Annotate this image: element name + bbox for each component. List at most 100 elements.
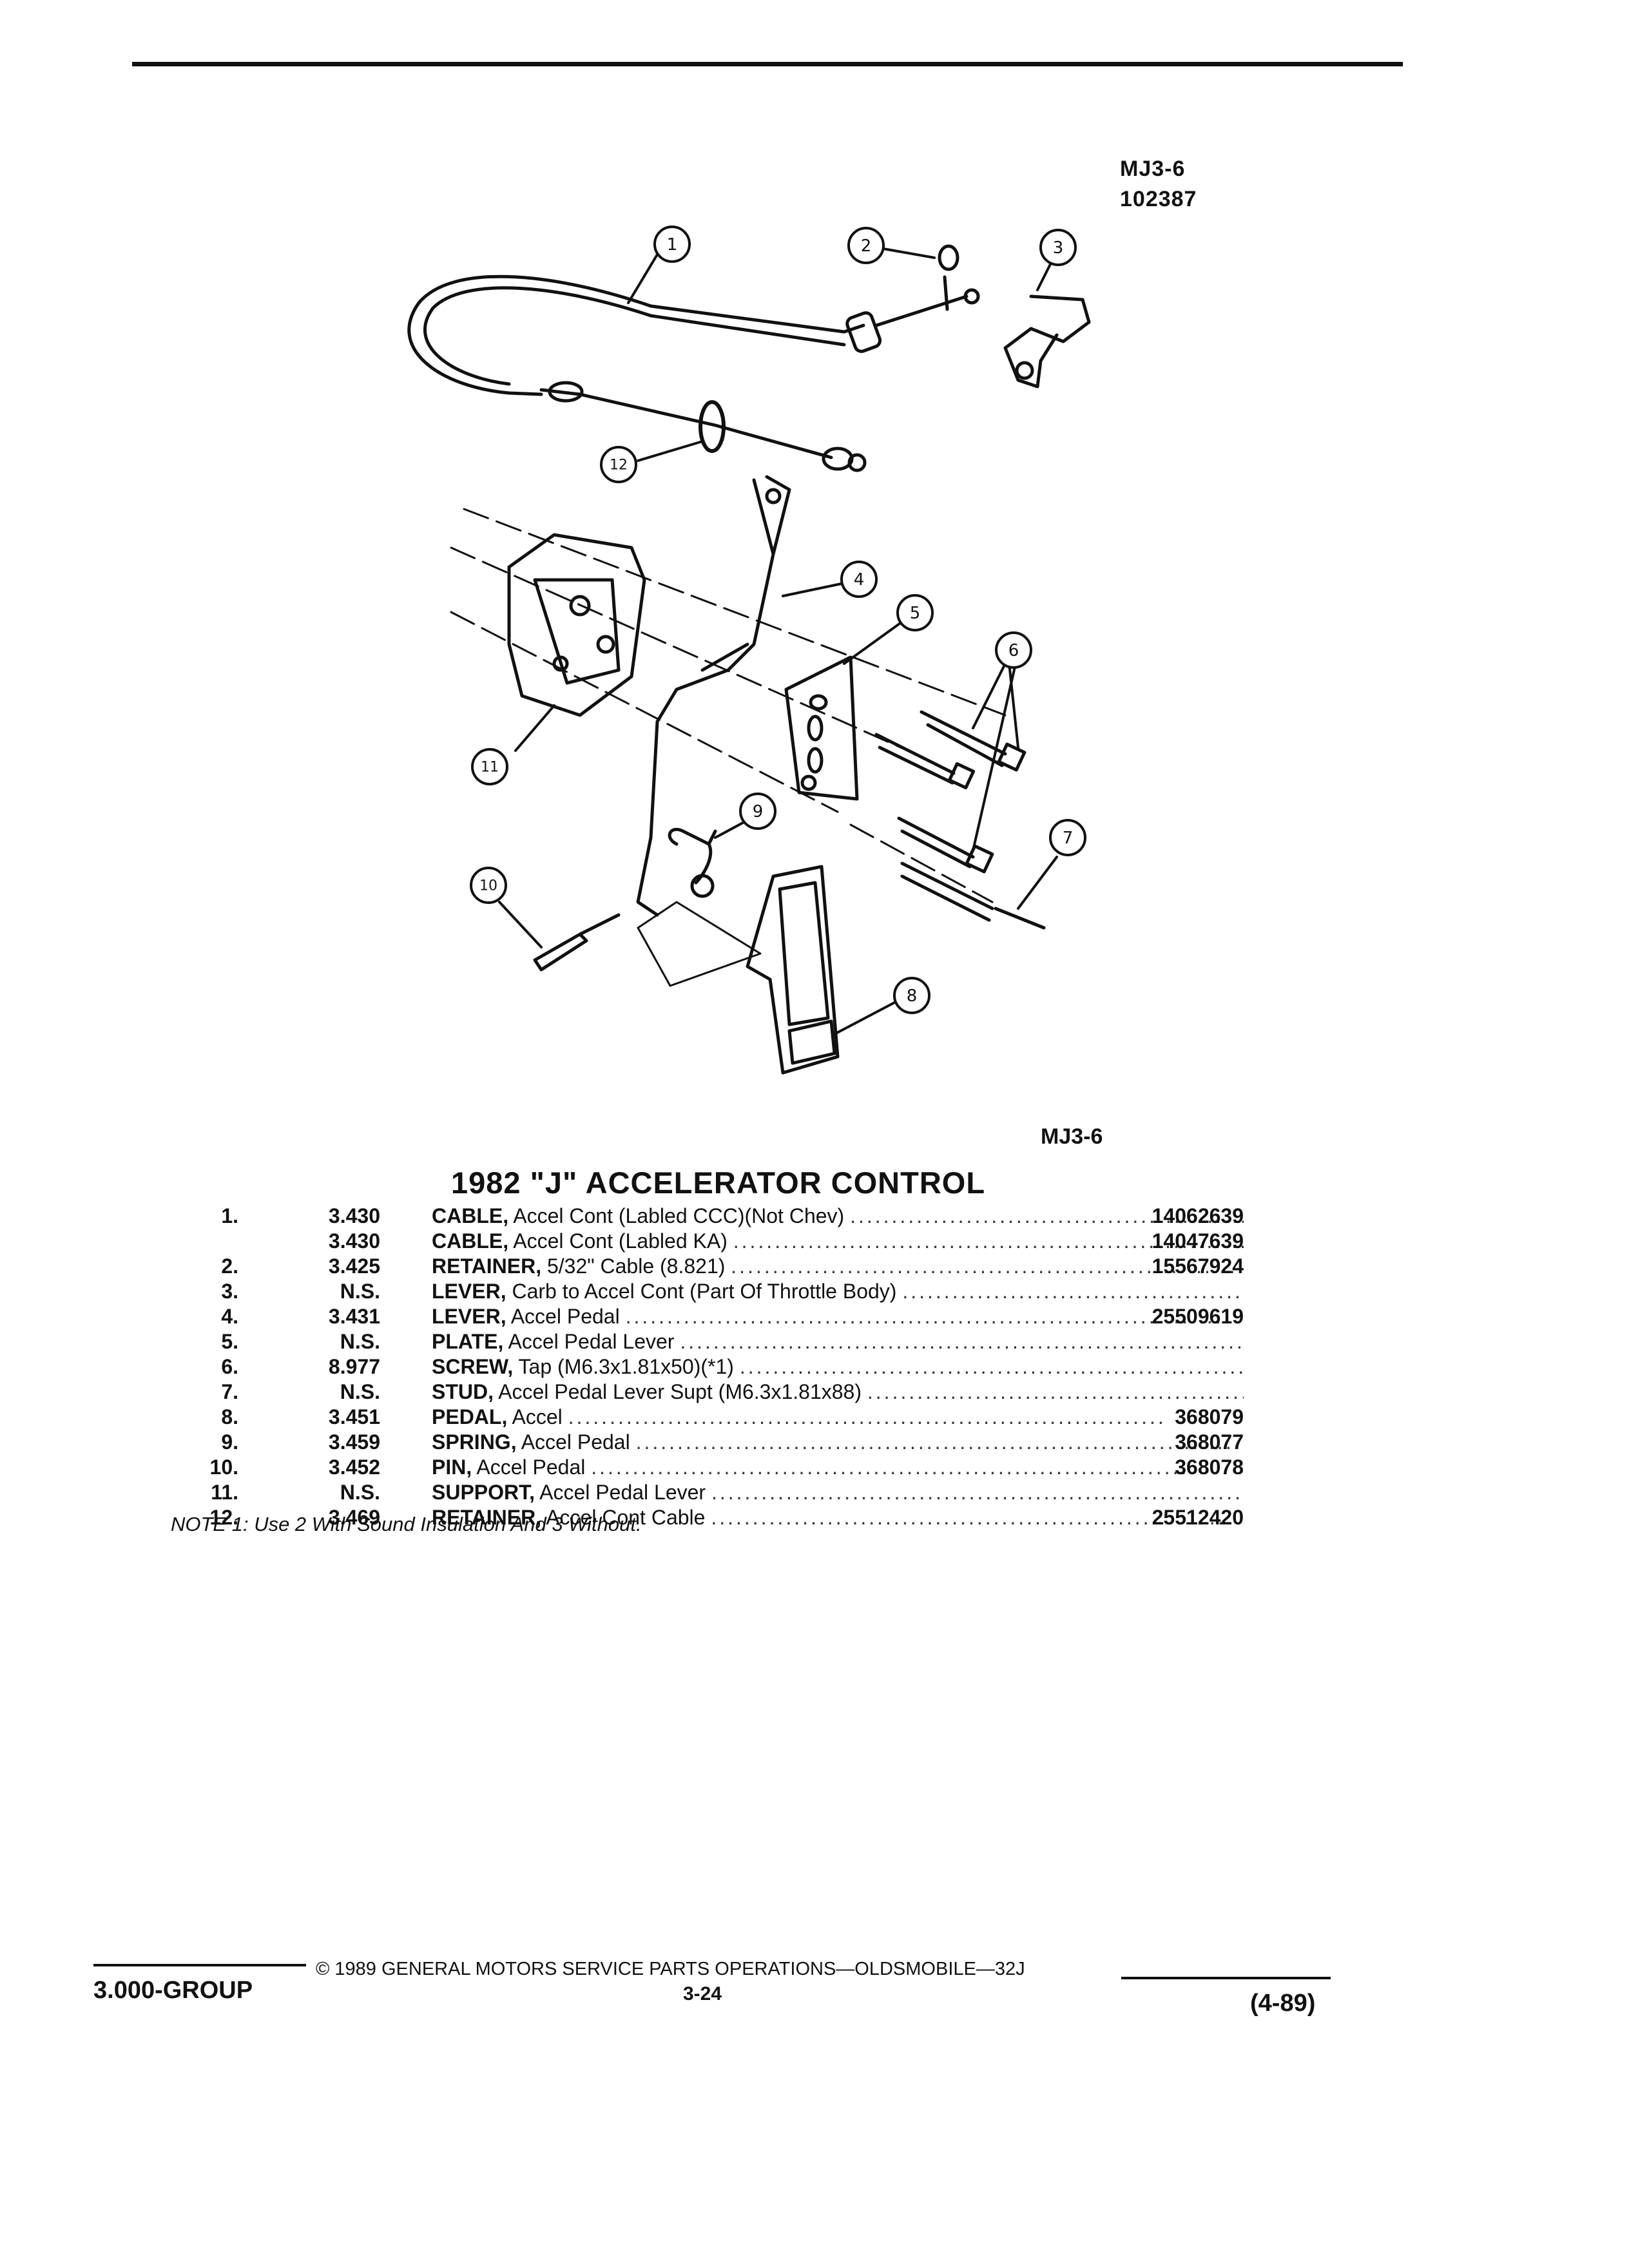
part-detail: Accel Pedal Lever [508, 1330, 675, 1353]
part-detail: Accel Pedal [510, 1305, 620, 1328]
group-number: N.S. [340, 1380, 380, 1403]
part-row: 9. 3.459 SPRING, Accel Pedal ...........… [161, 1430, 1257, 1455]
part-row: 10. 3.452 PIN, Accel Pedal .............… [161, 1455, 1257, 1480]
part-description: SCREW, Tap (M6.3x1.81x50)(*1) ..........… [432, 1355, 1244, 1378]
group-number: N.S. [340, 1481, 380, 1504]
part-row: 3.430 CABLE, Accel Cont (Labled KA) ....… [161, 1229, 1257, 1254]
pedal-spring [668, 827, 713, 885]
part-number: 15567924 [1152, 1254, 1244, 1278]
page-number: 3-24 [683, 1983, 722, 2004]
revision-date: (4-89) [1250, 1990, 1316, 2017]
part-name: PLATE, [432, 1330, 504, 1353]
group-number: 3.451 [328, 1405, 380, 1428]
callout-10-label: 10 [479, 878, 497, 894]
group-number: 3.425 [328, 1254, 380, 1278]
callout-1-circle [653, 226, 691, 263]
footer-copyright: © 1989 GENERAL MOTORS SERVICE PARTS OPER… [316, 1959, 1025, 1979]
part-name: STUD, [432, 1380, 494, 1403]
part-name: CABLE, [432, 1229, 509, 1253]
callout-8-label: 8 [907, 986, 918, 1006]
item-number: 3. [221, 1280, 238, 1303]
diagram-caption-id: MJ3-6 [1041, 1124, 1103, 1149]
part-number: 368078 [1175, 1456, 1244, 1479]
part-detail: Accel Cont (Labled CCC)(Not Chev) [513, 1204, 845, 1227]
callout-10-circle [470, 867, 507, 904]
callout-5-circle [896, 594, 934, 631]
part-row: 5. N.S. PLATE, Accel Pedal Lever .......… [161, 1329, 1257, 1354]
part-description: PIN, Accel Pedal .......................… [432, 1456, 1190, 1479]
part-name: PIN, [432, 1456, 472, 1479]
exploded-parts-diagram: 1 2 3 4 5 6 7 8 9 10 11 12 [407, 226, 1091, 1075]
part-detail: Accel Pedal [521, 1430, 630, 1454]
part-detail: Accel Cont Cable [546, 1506, 706, 1529]
callout-7-label: 7 [1063, 829, 1074, 848]
part-description: SUPPORT, Accel Pedal Lever .............… [432, 1481, 1244, 1504]
part-name: PEDAL, [432, 1405, 508, 1428]
figure-number: 102387 [1120, 187, 1197, 211]
throttle-lever [1003, 294, 1091, 389]
pedal-lever [636, 475, 791, 917]
part-description: CABLE, Accel Cont (Labled CCC)(Not Chev)… [432, 1204, 1244, 1227]
callout-9-circle [739, 793, 776, 830]
callout-12-label: 12 [610, 457, 628, 474]
parts-list: 1. 3.430 CABLE, Accel Cont (Labled CCC)(… [161, 1204, 1257, 1530]
part-number: 25512420 [1152, 1506, 1244, 1529]
part-name: LEVER, [432, 1280, 506, 1303]
item-number: 8. [221, 1405, 238, 1428]
group-number: 3.430 [328, 1229, 380, 1253]
callout-8-circle [893, 977, 930, 1014]
item-number: 5. [221, 1330, 238, 1353]
item-number: 7. [221, 1380, 238, 1403]
part-description: RETAINER, Accel Cont Cable .............… [432, 1506, 1244, 1529]
group-number: 8.977 [328, 1355, 380, 1378]
part-name: LEVER, [432, 1305, 506, 1328]
callout-5-label: 5 [910, 604, 921, 623]
item-number: 10. [209, 1456, 238, 1479]
callout-3-label: 3 [1053, 238, 1064, 258]
figure-code: MJ3-6 [1120, 157, 1186, 181]
part-row: 6. 8.977 SCREW, Tap (M6.3x1.81x50)(*1) .… [161, 1354, 1257, 1379]
part-name: SUPPORT, [432, 1481, 535, 1504]
group-number: 3.452 [328, 1456, 380, 1479]
part-description: PEDAL, Accel ...........................… [432, 1405, 1166, 1428]
callout-6-circle [995, 631, 1032, 669]
item-number: 9. [221, 1430, 238, 1454]
callout-12-circle [600, 446, 637, 483]
group-number: 3.469 [328, 1506, 380, 1529]
top-rule [132, 62, 1403, 66]
group-number: 3.431 [328, 1305, 380, 1328]
part-name: RETAINER, [432, 1254, 542, 1278]
part-name: RETAINER, [432, 1506, 542, 1529]
part-description: LEVER, Carb to Accel Cont (Part Of Throt… [432, 1280, 1244, 1303]
part-name: SCREW, [432, 1355, 514, 1378]
accel-pedal [746, 865, 840, 1075]
callout-6-label: 6 [1008, 641, 1019, 660]
group-number: 3.459 [328, 1430, 380, 1454]
callout-7-circle [1049, 819, 1086, 856]
part-detail: Accel Pedal Lever [539, 1481, 706, 1504]
part-detail: Accel [512, 1405, 563, 1428]
footer-group-label: 3.000-GROUP [93, 1977, 253, 2004]
footer-rule-right [1121, 1977, 1331, 1979]
part-name: SPRING, [432, 1430, 517, 1454]
callout-4-circle [840, 561, 878, 598]
part-description: RETAINER, 5/32" Cable (8.821) ..........… [432, 1254, 1244, 1278]
part-description: PLATE, Accel Pedal Lever ...............… [432, 1330, 1244, 1353]
part-row: 3. N.S. LEVER, Carb to Accel Cont (Part … [161, 1279, 1257, 1304]
callout-11-label: 11 [481, 760, 499, 776]
part-detail: Accel Pedal Lever Supt (M6.3x1.81x88) [498, 1380, 862, 1403]
group-number: N.S. [340, 1330, 380, 1353]
callout-4-label: 4 [854, 570, 865, 590]
part-detail: Tap (M6.3x1.81x50)(*1) [518, 1355, 734, 1378]
part-description: LEVER, Accel Pedal .....................… [432, 1305, 1224, 1328]
part-row: 8. 3.451 PEDAL, Accel ..................… [161, 1405, 1257, 1430]
item-number: 12. [209, 1506, 238, 1529]
item-number: 1. [221, 1204, 238, 1227]
part-detail: Carb to Accel Cont (Part Of Throttle Bod… [512, 1280, 897, 1303]
footnote: NOTE 1: Use 2 With Sound Insulation And … [171, 1513, 642, 1535]
callout-9-label: 9 [753, 802, 764, 822]
part-name: CABLE, [432, 1204, 509, 1227]
part-detail: 5/32" Cable (8.821) [546, 1254, 726, 1278]
lever-plate [784, 655, 859, 801]
